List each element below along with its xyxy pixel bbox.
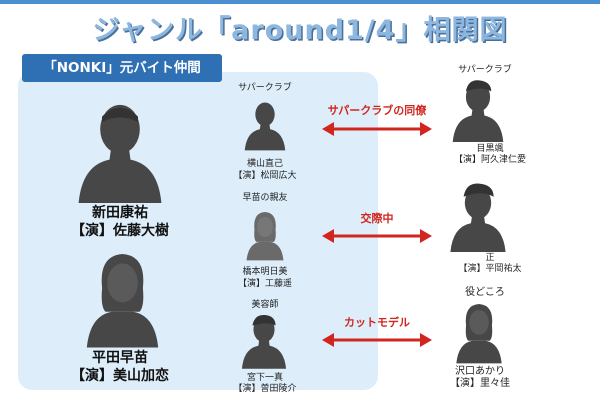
person-name-hashimoto: 橋本明日美 xyxy=(242,267,288,277)
actor-name-hiraoka: 【演】平岡祐太 xyxy=(458,264,522,274)
role-label-sawaguchi: 役どころ xyxy=(465,287,505,298)
actor-name-akutsu: 【演】阿久津仁愛 xyxy=(453,155,526,165)
female-silhouette-icon xyxy=(246,212,284,261)
double-arrow-icon xyxy=(322,333,432,347)
diagram-title: ジャンル「around1/4」相関図 xyxy=(92,15,508,46)
person-name-meguro: 目黒颯 xyxy=(476,144,504,154)
person-name-yokoyama: 横山直己 xyxy=(246,159,283,169)
female-silhouette-icon xyxy=(86,254,159,348)
role-label-miyashita: 美容師 xyxy=(251,300,279,310)
person-name-miyashita: 宮下一真 xyxy=(246,373,283,383)
actor-name-sato: 【演】佐藤大樹 xyxy=(71,223,169,239)
person-name-tadashi: 正 xyxy=(485,253,495,263)
role-label-yokoyama: サパークラブ xyxy=(238,83,292,93)
person-name-nitta: 新田康祐 xyxy=(92,205,148,221)
relation-label-colleague: サパークラブの同僚 xyxy=(327,104,427,117)
role-label-hashimoto: 早苗の親友 xyxy=(242,193,288,203)
female-silhouette-icon xyxy=(456,304,502,364)
actor-name-soda: 【演】曽田陵介 xyxy=(233,384,297,394)
relation-label-dating: 交際中 xyxy=(360,212,394,225)
role-label-meguro: サパークラブ xyxy=(458,65,512,75)
double-arrow-icon xyxy=(322,122,432,136)
group-tag: 「NONKI」元バイト仲間 xyxy=(22,54,222,82)
male-silhouette-icon xyxy=(452,80,504,142)
actor-name-miyama: 【演】美山加恋 xyxy=(71,368,169,384)
male-silhouette-icon xyxy=(244,102,286,151)
male-silhouette-icon xyxy=(450,183,506,252)
person-name-hirata: 平田早苗 xyxy=(92,350,148,366)
actor-name-kudo: 【演】工藤遥 xyxy=(237,279,292,289)
relation-label-cut-model: カットモデル xyxy=(344,316,410,329)
male-silhouette-icon xyxy=(78,104,162,203)
group-panel xyxy=(18,72,378,390)
actor-name-ririka: 【演】里々佳 xyxy=(450,378,510,389)
double-arrow-icon xyxy=(322,229,432,243)
actor-name-matsuoka: 【演】松岡広大 xyxy=(233,171,297,181)
person-name-sawaguchi: 沢口あかり xyxy=(455,366,505,377)
male-silhouette-icon xyxy=(241,314,287,369)
